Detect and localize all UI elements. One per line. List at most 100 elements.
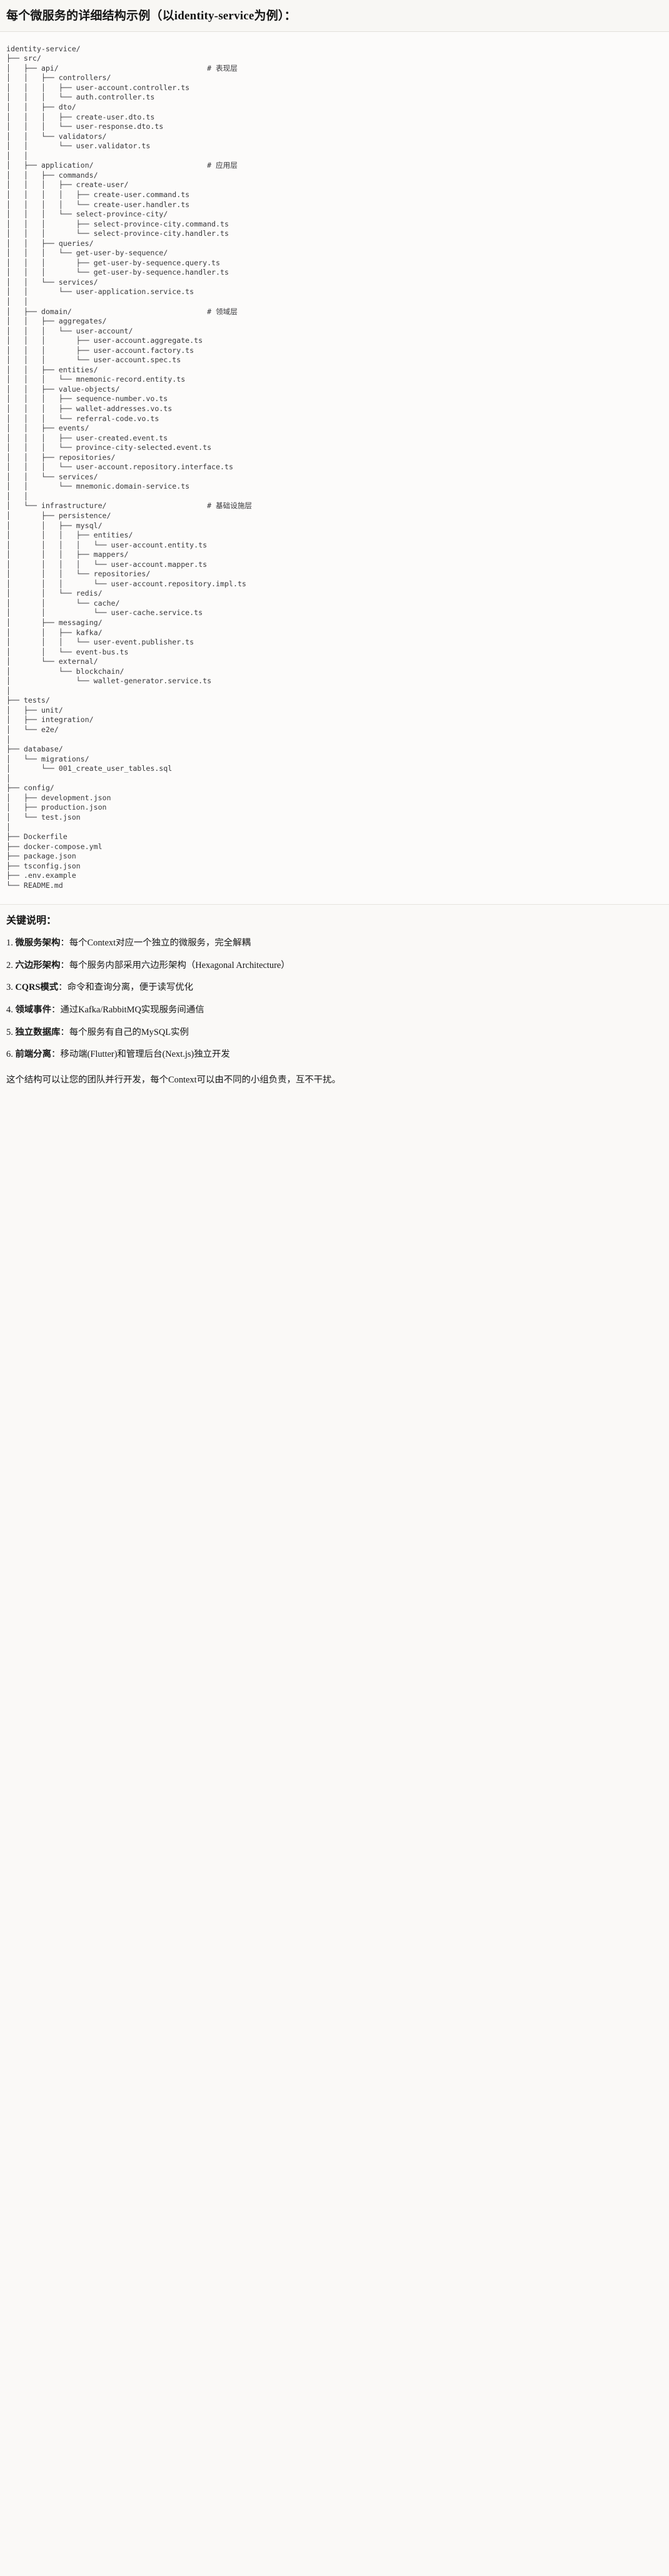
tree-line-entry: │ ├── domain/ (6, 307, 208, 316)
tree-line: │ │ │ └── select-province-city.handler.t… (6, 229, 229, 238)
tree-line: │ │ │ ├── select-province-city.command.t… (6, 219, 229, 228)
tree-line: │ │ │ ├── user-account.aggregate.ts (6, 336, 203, 345)
tree-line-entry: │ ├── api/ (6, 63, 208, 73)
key-point-separator: ： (60, 960, 69, 970)
key-point-term: 前端分离 (15, 1049, 51, 1060)
tree-line: │ │ └── user-cache.service.ts (6, 608, 203, 618)
tree-line: │ │ │ └── user-event.publisher.ts (6, 638, 194, 647)
tree-line: │ ├── persistence/ (6, 511, 111, 520)
tree-line: │ │ │ ├── get-user-by-sequence.query.ts (6, 258, 221, 267)
tree-line: ├── tests/ (6, 696, 50, 705)
tree-line: │ │ ├── queries/ (6, 238, 94, 248)
tree-line: │ │ │ ├── user-account.controller.ts (6, 83, 190, 92)
tree-line: │ │ └── validators/ (6, 131, 107, 141)
key-point-item: 1. 微服务架构：每个Context对应一个独立的微服务，完全解耦 (6, 937, 663, 950)
tree-line: │ │ │ └── mnemonic-record.entity.ts (6, 375, 186, 384)
tree-line: │ │ │ ├── create-user/ (6, 180, 129, 190)
tree-line: │ │ └── services/ (6, 472, 98, 481)
tree-line: │ │ ├── events/ (6, 424, 89, 433)
tree-line: │ │ │ │ ├── create-user.command.ts (6, 190, 190, 199)
tree-line: │ (6, 773, 11, 783)
tree-line: │ └── e2e/ (6, 725, 59, 735)
tree-line: │ │ ├── repositories/ (6, 452, 116, 462)
tree-line: └── README.md (6, 880, 63, 890)
tree-line: │ │ │ ├── sequence-number.vo.ts (6, 394, 168, 404)
tree-line: │ │ ├── mysql/ (6, 521, 103, 530)
key-point-term: 六边形架构 (15, 960, 61, 970)
page-title: 每个微服务的详细结构示例（以identity-service为例）： (6, 9, 296, 23)
tree-line-comment: # 应用层 (207, 161, 238, 170)
tree-line: │ └── external/ (6, 657, 98, 666)
tree-line-comment: # 表现层 (207, 63, 238, 73)
key-point-separator: ： (58, 982, 68, 993)
tree-line: │ │ │ └── user-account.repository.interf… (6, 462, 233, 472)
key-point-number: 1. (6, 938, 16, 949)
tree-line: │ ├── integration/ (6, 715, 94, 725)
tree-line: │ │ │ ├── create-user.dto.ts (6, 112, 155, 121)
tree-line: │ │ │ └── user-account.spec.ts (6, 355, 181, 365)
tree-line: ├── tsconfig.json (6, 861, 81, 870)
tree-line-entry: │ └── infrastructure/ (6, 501, 208, 511)
tree-line: │ │ │ ├── wallet-addresses.vo.ts (6, 404, 173, 413)
tree-line: ├── src/ (6, 54, 41, 63)
tree-line: │ │ │ │ └── create-user.handler.ts (6, 200, 190, 209)
key-point-text: 每个Context对应一个独立的微服务，完全解耦 (69, 938, 251, 949)
key-point-term: CQRS模式 (15, 982, 59, 993)
closing-paragraph: 这个结构可以让您的团队并行开发，每个Context可以由不同的小组负责，互不干扰… (6, 1074, 341, 1085)
tree-line: │ ├── domain/ # 领域层 (6, 307, 238, 316)
tree-line: │ │ (6, 491, 28, 501)
tree-line: │ │ ├── controllers/ (6, 73, 111, 83)
page-root: 每个微服务的详细结构示例（以identity-service为例）： ident… (0, 0, 669, 1100)
key-points-title: 关键说明： (6, 915, 57, 927)
tree-line: │ ├── api/ # 表现层 (6, 64, 238, 73)
tree-line: │ └── migrations/ (6, 754, 89, 763)
tree-line: │ └── blockchain/ (6, 666, 124, 676)
key-point-item: 5. 独立数据库：每个服务有自己的MySQL实例 (6, 1026, 663, 1040)
directory-tree-block: identity-service/ ├── src/ │ ├── api/ # … (0, 31, 669, 905)
tree-line: │ └── wallet-generator.service.ts (6, 676, 212, 686)
tree-line: │ └── infrastructure/ # 基础设施层 (6, 501, 252, 510)
tree-line: │ │ ├── dto/ (6, 103, 76, 112)
tree-line-entry: │ ├── application/ (6, 161, 208, 170)
tree-line: │ │ (6, 151, 28, 160)
tree-line: ├── config/ (6, 783, 54, 793)
tree-line: │ │ │ ├── user-account.factory.ts (6, 345, 194, 355)
tree-line: │ │ ├── aggregates/ (6, 317, 107, 326)
tree-line: │ │ └── user-application.service.ts (6, 287, 194, 297)
tree-line: │ │ │ └── get-user-by-sequence.handler.t… (6, 268, 229, 277)
tree-line: │ │ ├── kafka/ (6, 628, 103, 637)
key-point-term: 独立数据库 (15, 1027, 61, 1037)
tree-line: │ │ │ ├── entities/ (6, 531, 133, 540)
tree-line: │ │ │ └── user-account/ (6, 326, 133, 335)
tree-line: identity-service/ (6, 44, 81, 53)
key-point-separator: ： (60, 938, 69, 949)
tree-line: ├── database/ (6, 745, 63, 754)
tree-line: │ │ │ └── repositories/ (6, 569, 151, 579)
tree-line: │ │ │ ├── mappers/ (6, 550, 129, 559)
tree-line: │ └── 001_create_user_tables.sql (6, 764, 173, 773)
tree-line: │ └── test.json (6, 812, 81, 822)
tree-line: │ │ └── redis/ (6, 589, 103, 598)
key-point-text: 通过Kafka/RabbitMQ实现服务间通信 (60, 1004, 204, 1015)
tree-line: │ ├── unit/ (6, 705, 63, 715)
tree-line: │ │ │ ├── user-created.event.ts (6, 433, 168, 442)
tree-line: ├── Dockerfile (6, 832, 68, 842)
key-point-item: 2. 六边形架构：每个服务内部采用六边形架构（Hexagonal Archite… (6, 959, 663, 973)
tree-line: │ (6, 822, 11, 832)
key-point-text: 每个服务内部采用六边形架构（Hexagonal Architecture） (69, 960, 290, 970)
tree-line: │ │ (6, 297, 28, 306)
tree-line: │ │ └── services/ (6, 277, 98, 287)
tree-line: │ │ │ └── province-city-selected.event.t… (6, 443, 212, 452)
key-point-number: 4. (6, 1004, 16, 1015)
tree-line: │ │ │ └── select-province-city/ (6, 210, 168, 219)
tree-line: │ │ └── mnemonic.domain-service.ts (6, 482, 190, 491)
tree-line: ├── package.json (6, 852, 76, 861)
tree-line: │ │ ├── entities/ (6, 365, 98, 374)
tree-line: │ │ ├── value-objects/ (6, 384, 120, 394)
key-point-separator: ： (60, 1027, 69, 1037)
tree-line: │ │ │ └── auth.controller.ts (6, 93, 155, 102)
tree-line: │ │ ├── commands/ (6, 170, 98, 180)
tree-line: │ │ │ └── referral-code.vo.ts (6, 414, 159, 423)
tree-line: │ │ └── user.validator.ts (6, 141, 151, 151)
key-point-number: 2. (6, 960, 16, 970)
